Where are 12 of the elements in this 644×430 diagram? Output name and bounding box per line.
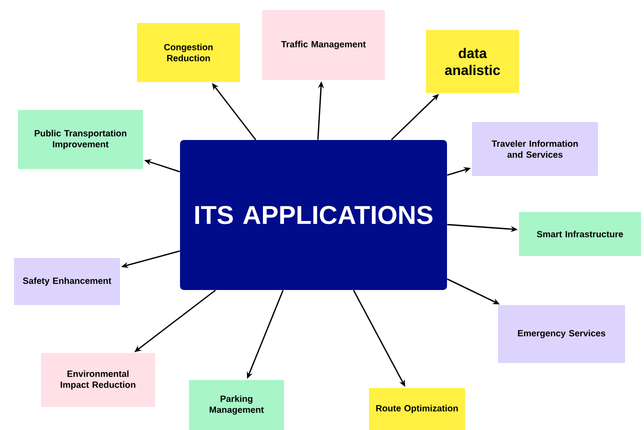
title-box: ITS APPLICATIONS — [180, 140, 447, 290]
application-box: data analistic — [426, 30, 519, 93]
application-box: Public Transportation Improvement — [18, 110, 143, 169]
application-box: Route Optimization — [369, 388, 465, 430]
application-box: Traffic Management — [262, 10, 385, 80]
application-box: Environmental Impact Reduction — [41, 353, 155, 407]
application-box: Traveler Information and Services — [472, 122, 598, 176]
application-box: Parking Management — [189, 380, 284, 430]
application-box: Smart Infrastructure — [519, 212, 641, 256]
application-box: Congestion Reduction — [137, 23, 240, 82]
application-box: Safety Enhancement — [14, 258, 120, 305]
application-box: Emergency Services — [498, 305, 625, 363]
